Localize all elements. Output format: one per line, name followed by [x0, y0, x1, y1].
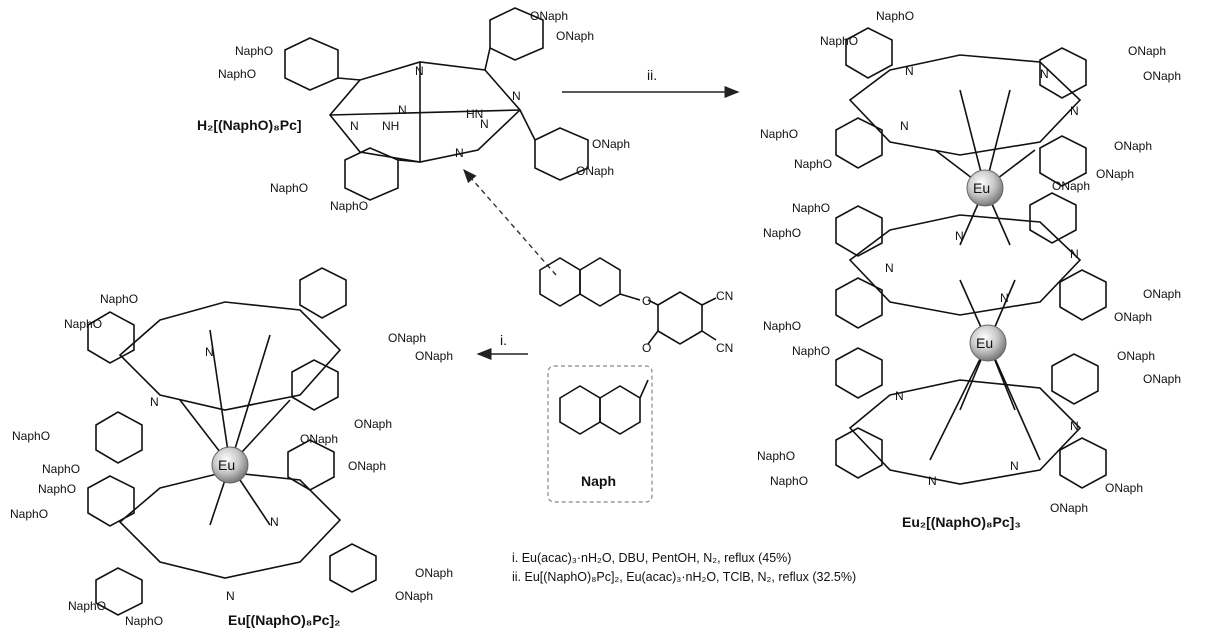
atom-label: NaphO	[64, 317, 102, 331]
atom-label: NaphO	[330, 199, 368, 213]
naph-box	[547, 365, 653, 503]
atom-label: ONaph	[592, 137, 630, 151]
atom-label: NaphO	[12, 429, 50, 443]
eu-atom-bottom	[969, 324, 1007, 362]
atom-label: ONaph	[1105, 481, 1143, 495]
naph-label: Naph	[581, 473, 616, 489]
atom-label: N	[905, 64, 914, 78]
precursor-structure	[539, 257, 717, 435]
atom-label: O	[642, 341, 651, 355]
atom-label: ONaph	[530, 9, 568, 23]
condition-i: i. Eu(acac)₃·nH₂O, DBU, PentOH, N₂, refl…	[512, 551, 791, 565]
atom-label: ONaph	[1143, 287, 1181, 301]
atom-label: NaphO	[876, 9, 914, 23]
atom-label: N	[955, 229, 964, 243]
atom-label: N	[885, 261, 894, 275]
atom-label: ONaph	[300, 432, 338, 446]
arrow-i-label: i.	[500, 332, 507, 348]
atom-label: ONaph	[1128, 44, 1166, 58]
atom-label: ONaph	[1096, 167, 1134, 181]
atom-label: N	[1070, 104, 1079, 118]
eupc2-atoms: NaphO NaphO ONaph ONaph NaphO NaphO ONap…	[10, 292, 453, 628]
atom-label: N	[1070, 247, 1079, 261]
atom-label: ONaph	[576, 164, 614, 178]
atom-label: N	[205, 345, 214, 359]
atom-label: CN	[716, 341, 733, 355]
eu2pc3-label: Eu₂[(NaphO)₈Pc]₃	[902, 514, 1021, 530]
h2pc-label: H₂[(NaphO)₈Pc]	[197, 117, 302, 133]
eu-label: Eu	[976, 335, 993, 351]
atom-label: N	[512, 89, 521, 103]
atom-label: N	[350, 119, 359, 133]
atom-label: NaphO	[763, 226, 801, 240]
atom-label: ONaph	[348, 459, 386, 473]
atom-label: ONaph	[556, 29, 594, 43]
atom-label: ONaph	[1143, 69, 1181, 83]
eu-label: Eu	[973, 180, 990, 196]
atom-label: NaphO	[68, 599, 106, 613]
atom-label: ONaph	[415, 349, 453, 363]
atom-label: N	[455, 146, 464, 160]
atom-label: N	[928, 474, 937, 488]
atom-label: NaphO	[42, 462, 80, 476]
atom-label: NaphO	[820, 34, 858, 48]
atom-label: N	[226, 589, 235, 603]
atom-label: ONaph	[1114, 310, 1152, 324]
atom-label: ONaph	[395, 589, 433, 603]
atom-label: N	[1040, 67, 1049, 81]
eu-atom-top	[966, 169, 1004, 207]
atom-label: ONaph	[1143, 372, 1181, 386]
arrow-ii-label: ii.	[647, 67, 657, 83]
atom-label: NaphO	[760, 127, 798, 141]
atom-label: NaphO	[792, 344, 830, 358]
atom-label: N	[1000, 291, 1009, 305]
eu2pc3-structure	[835, 27, 1107, 489]
atom-label: HN	[466, 107, 483, 121]
atom-label: ONaph	[1052, 179, 1090, 193]
atom-label: N	[1070, 419, 1079, 433]
atom-label: N	[150, 395, 159, 409]
atom-label: N	[480, 117, 489, 131]
atom-label: NaphO	[38, 482, 76, 496]
atom-label: NaphO	[270, 181, 308, 195]
atom-label: N	[1010, 459, 1019, 473]
arrow-dashed	[463, 168, 557, 276]
atom-label: ONaph	[388, 331, 426, 345]
atom-label: ONaph	[1114, 139, 1152, 153]
atom-label: NaphO	[10, 507, 48, 521]
atom-label: NaphO	[792, 201, 830, 215]
atom-label: NaphO	[218, 67, 256, 81]
atom-label: ONaph	[1050, 501, 1088, 515]
atom-label: ONaph	[354, 417, 392, 431]
atom-label: NaphO	[770, 474, 808, 488]
atom-label: O	[642, 294, 651, 308]
atom-label: NH	[382, 119, 399, 133]
atom-label: NaphO	[125, 614, 163, 628]
atom-label: NaphO	[100, 292, 138, 306]
h2pc-structure	[284, 7, 589, 201]
h2pc-atoms: NaphO NaphO ONaph ONaph ONaph ONaph Naph…	[218, 9, 630, 213]
atom-label: NaphO	[235, 44, 273, 58]
atom-label: ONaph	[1117, 349, 1155, 363]
atom-label: NaphO	[757, 449, 795, 463]
atom-label: N	[895, 389, 904, 403]
atom-label: NaphO	[763, 319, 801, 333]
eu-atom	[211, 446, 249, 484]
atom-label: CN	[716, 289, 733, 303]
atom-label: N	[398, 103, 407, 117]
atom-label: N	[270, 515, 279, 529]
atom-label: NaphO	[794, 157, 832, 171]
atom-label: N	[415, 64, 424, 78]
eu2pc3-atoms: NaphO NaphO ONaph ONaph NaphO NaphO ONap…	[757, 9, 1181, 515]
eupc2-label: Eu[(NaphO)₈Pc]₂	[228, 612, 340, 628]
atom-label: N	[900, 119, 909, 133]
eu-label: Eu	[218, 457, 235, 473]
atom-label: ONaph	[415, 566, 453, 580]
condition-ii: ii. Eu[(NaphO)₈Pc]₂, Eu(acac)₃·nH₂O, TCl…	[512, 570, 856, 584]
